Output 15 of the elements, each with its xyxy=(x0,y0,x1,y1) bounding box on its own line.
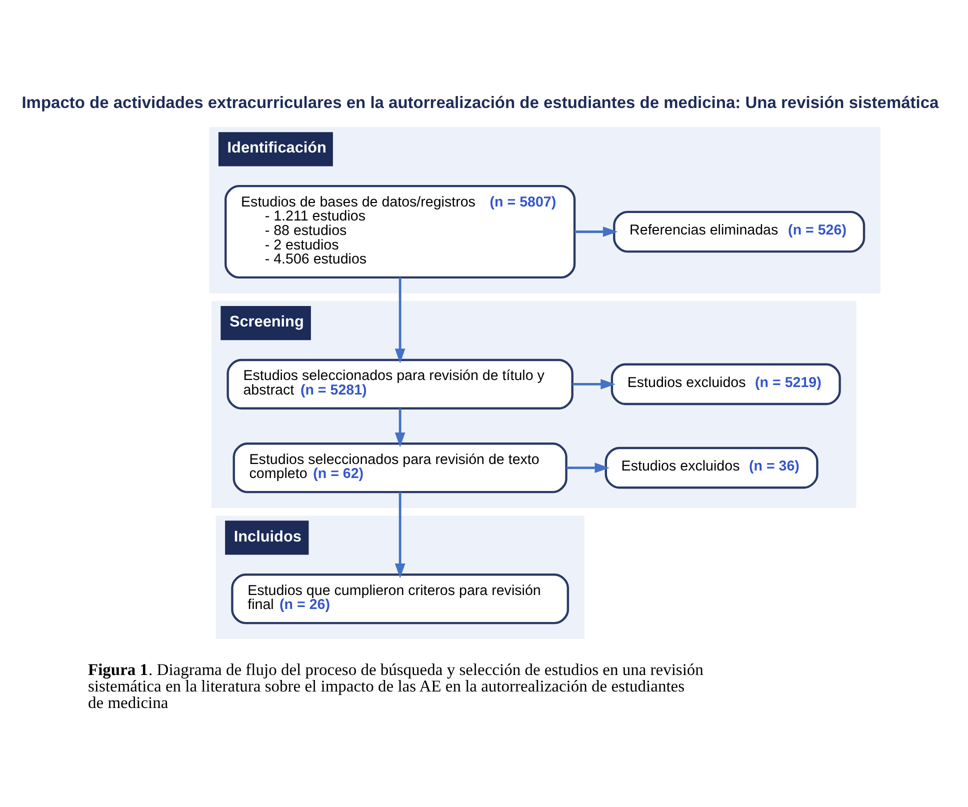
arrow xyxy=(572,378,616,389)
node-box: Estudios que cumplieron criteros para revisión final (n = 26) xyxy=(231,573,570,624)
arrow xyxy=(574,226,618,236)
arrow xyxy=(566,462,610,472)
node-box: Estudios excluidos (n = 5219) xyxy=(610,362,841,405)
arrow xyxy=(394,277,406,363)
caption: Figura 1. Diagrama de flujo del proceso de búsqueda y selección de estudios en una revisión sistemática en la literatura sobre el impacto de las AE en la autorrealización de estudiantes de medicina xyxy=(88,659,704,712)
node-box: Estudios de bases de datos/registros (n = 5807) - 1.211 estudios - 88 estudios - 2 estudios - 4.506 estudios xyxy=(224,184,576,278)
node-box: Estudios seleccionados para revisión de título y abstract (n = 5281) xyxy=(226,358,574,409)
node-box: Estudios excluidos (n = 36) xyxy=(604,446,818,488)
node-box: Referencias eliminadas (n = 526) xyxy=(613,210,866,252)
arrow xyxy=(394,492,406,578)
arrow xyxy=(394,408,406,447)
node-box: Estudios seleccionados para revisión de texto completo (n = 62) xyxy=(232,442,568,493)
diagram-title: Impacto de actividades extracurriculares en la autorrealización de estudiantes de medicina: Una revisión sistemática xyxy=(22,93,939,112)
